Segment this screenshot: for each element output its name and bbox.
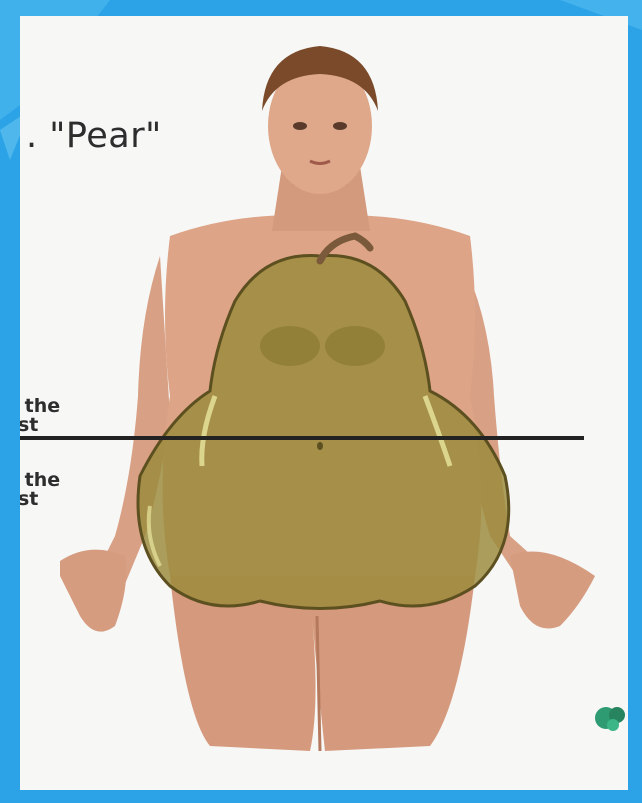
side-label-lower: the st (20, 471, 60, 509)
side-label-upper: the st (20, 397, 60, 435)
side-label-lower-line-2: st (20, 490, 60, 509)
slide-title: . "Pear" (26, 116, 162, 156)
left-hand (60, 550, 126, 632)
slide-card: . "Pear" the st the st (20, 16, 628, 790)
publisher-logo-icon (591, 698, 628, 738)
right-hand (510, 552, 595, 629)
side-label-upper-line-2: st (20, 416, 60, 435)
